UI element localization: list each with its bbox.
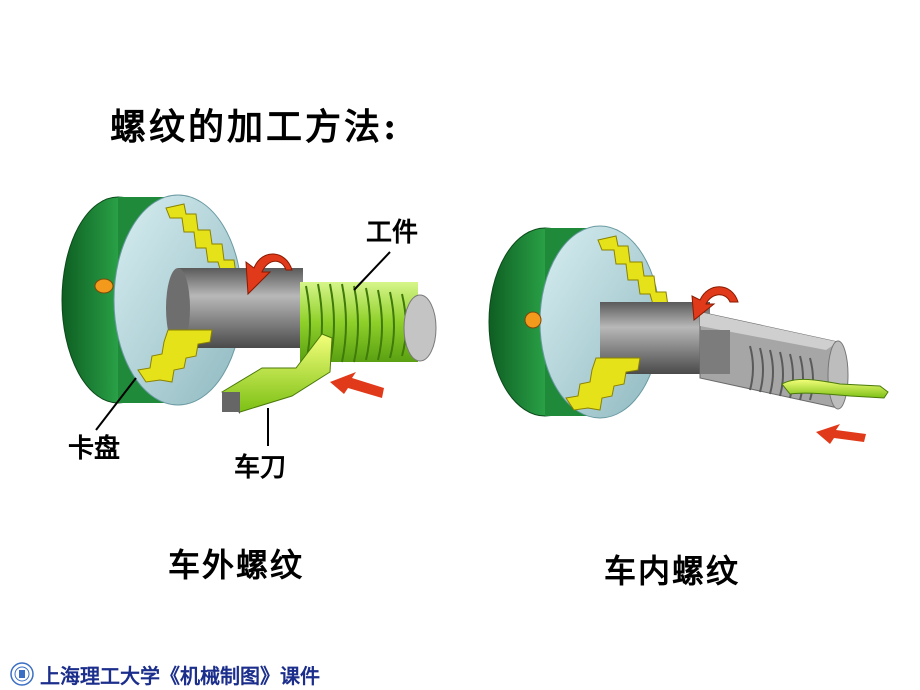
feed-arrow-left bbox=[330, 372, 384, 398]
external-threading-figure bbox=[61, 194, 437, 446]
turning-tool-left bbox=[221, 333, 333, 414]
chuck-hole bbox=[524, 311, 542, 329]
rotation-arrow-right bbox=[691, 286, 739, 321]
caption-internal-thread: 车内螺纹 bbox=[604, 552, 741, 590]
footer: 上海理工大学《机械制图》课件 bbox=[10, 660, 320, 688]
rotation-arrow-left bbox=[245, 253, 293, 296]
chuck-jaw-bottom bbox=[137, 329, 213, 383]
label-chuck: 卡盘 bbox=[68, 434, 121, 464]
chuck-jaw-bottom-right bbox=[565, 357, 641, 411]
feed-arrow-right bbox=[816, 424, 866, 444]
footer-text: 上海理工大学《机械制图》课件 bbox=[40, 663, 320, 688]
slide-title: 螺纹的加工方法: bbox=[110, 106, 400, 148]
leader-chuck bbox=[95, 377, 137, 431]
label-tool: 车刀 bbox=[234, 453, 287, 483]
boring-tool bbox=[781, 378, 889, 399]
internal-threading-figure bbox=[488, 225, 889, 444]
caption-external-thread: 车外螺纹 bbox=[168, 546, 305, 584]
leader-workpiece bbox=[353, 251, 391, 291]
university-logo-icon bbox=[10, 662, 34, 686]
thread-section bbox=[300, 282, 437, 363]
label-workpiece: 工件 bbox=[366, 218, 419, 248]
chuck-hole bbox=[94, 278, 114, 294]
